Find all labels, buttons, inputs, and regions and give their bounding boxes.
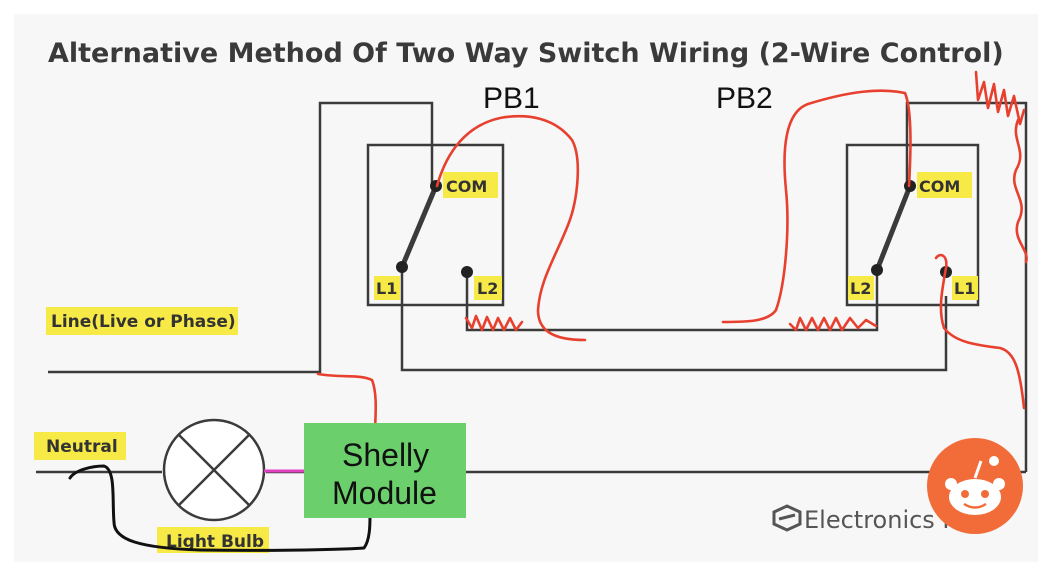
pb2-l2-tag — [848, 276, 874, 300]
pb2-switch-box — [845, 143, 980, 307]
pb2-switch: COM L2 L1 — [845, 143, 980, 307]
shelly-line2: Module — [332, 475, 437, 511]
pb1-label: PB1 — [483, 82, 540, 115]
pb1-com-label: COM — [446, 177, 487, 196]
neutral-loop — [68, 464, 372, 552]
pb1-switch-box — [366, 143, 505, 307]
light-bulb — [162, 418, 266, 522]
pb2-l1-tag — [952, 276, 978, 300]
electronics-hub-logo-icon — [772, 504, 802, 532]
light-bulb-label: Light Bulb — [166, 532, 264, 552]
pb1-lever — [399, 183, 439, 270]
pb1-l1-label: L1 — [376, 279, 397, 298]
line-label: Line(Live or Phase) — [51, 312, 236, 332]
shelly-module: Shelly Module — [304, 423, 466, 518]
reddit-icon — [927, 438, 1023, 534]
red-annotations — [316, 70, 1028, 434]
pb2-label: PB2 — [716, 82, 773, 115]
pb1-l2-label: L2 — [477, 279, 498, 298]
shelly-line1: Shelly — [342, 437, 429, 473]
diagram-title: Alternative Method Of Two Way Switch Wir… — [48, 38, 1004, 69]
pb2-com-label: COM — [919, 177, 960, 196]
neutral-label-tag — [34, 432, 126, 460]
pb1-l1-terminal — [396, 261, 408, 273]
pb1-l1-tag — [374, 276, 400, 300]
neutral-label: Neutral — [46, 437, 118, 457]
pb1-switch: COM L1 L2 — [366, 143, 505, 307]
pb2-l2-terminal — [871, 264, 883, 276]
pb1-l2-tag — [474, 276, 502, 300]
pb2-l1-label: L1 — [954, 279, 975, 298]
pb1-l2-terminal — [461, 266, 473, 278]
pb1-com-tag — [443, 172, 498, 198]
pb2-l2-label: L2 — [850, 279, 871, 298]
shelly-box — [304, 423, 466, 518]
line-label-tag — [46, 307, 238, 335]
pb2-com-tag — [917, 172, 972, 198]
pb2-lever — [874, 183, 913, 273]
